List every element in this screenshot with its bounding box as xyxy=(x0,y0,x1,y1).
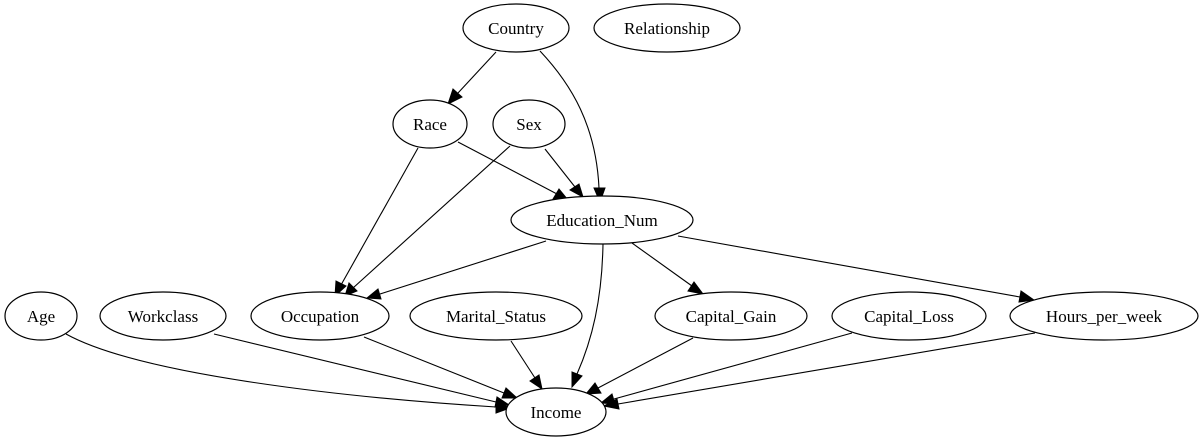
node-label-race: Race xyxy=(413,115,447,134)
edge-education-num-capital-gain-arrow xyxy=(687,281,705,295)
edge-capital-gain-income xyxy=(597,337,694,389)
edge-race-education-num xyxy=(457,141,558,195)
node-label-capital-loss: Capital_Loss xyxy=(864,307,954,326)
edge-education-num-occupation xyxy=(379,240,547,295)
node-sex[interactable]: Sex xyxy=(492,99,566,149)
edge-capital-gain-income-arrow xyxy=(584,382,602,395)
node-label-country: Country xyxy=(488,19,544,38)
edge-hours-per-week-income-arrow xyxy=(602,398,620,410)
nodes-layer: Country Relationship Race Sex Education_… xyxy=(4,3,1199,437)
edge-sex-occupation xyxy=(352,145,511,289)
node-workclass[interactable]: Workclass xyxy=(99,291,227,341)
node-label-education-num: Education_Num xyxy=(546,211,657,230)
edge-country-education-num xyxy=(539,50,600,189)
node-label-hours-per-week: Hours_per_week xyxy=(1046,307,1163,326)
edge-race-occupation xyxy=(340,147,419,286)
edge-capital-loss-income xyxy=(613,332,853,400)
edge-marital-status-income xyxy=(510,340,536,379)
node-race[interactable]: Race xyxy=(392,99,468,149)
node-country[interactable]: Country xyxy=(462,3,570,53)
node-label-marital-status: Marital_Status xyxy=(446,307,546,326)
node-label-age: Age xyxy=(27,307,55,326)
node-relationship[interactable]: Relationship xyxy=(593,3,741,53)
node-capital-gain[interactable]: Capital_Gain xyxy=(654,291,808,341)
edge-country-race-arrow xyxy=(447,88,463,105)
edge-sex-education-num xyxy=(544,148,576,188)
edge-education-num-income xyxy=(576,243,604,375)
edge-sex-occupation-arrow xyxy=(344,282,358,297)
edge-education-num-capital-gain xyxy=(631,242,693,287)
edge-occupation-income-arrow xyxy=(501,387,519,399)
node-label-occupation: Occupation xyxy=(281,307,360,326)
edge-hours-per-week-income xyxy=(617,332,1036,405)
node-occupation[interactable]: Occupation xyxy=(250,291,390,341)
node-hours-per-week[interactable]: Hours_per_week xyxy=(1009,291,1199,341)
edge-marital-status-income-arrow xyxy=(529,374,543,391)
edge-age-income xyxy=(65,333,497,408)
node-capital-loss[interactable]: Capital_Loss xyxy=(831,291,987,341)
edge-education-num-income-arrow xyxy=(571,371,583,389)
edge-workclass-income xyxy=(213,333,497,403)
node-label-sex: Sex xyxy=(516,115,542,134)
edge-workclass-income-arrow xyxy=(494,396,511,408)
edge-education-num-hours-per-week xyxy=(677,235,1021,298)
node-label-relationship: Relationship xyxy=(624,19,710,38)
node-education-num[interactable]: Education_Num xyxy=(510,195,694,245)
edge-occupation-income xyxy=(363,336,505,394)
node-marital-status[interactable]: Marital_Status xyxy=(409,291,583,341)
node-label-workclass: Workclass xyxy=(128,307,198,326)
node-label-income: Income xyxy=(531,403,582,422)
edge-country-education-num-arrow xyxy=(593,187,606,204)
edge-sex-education-num-arrow xyxy=(569,183,584,199)
node-age[interactable]: Age xyxy=(4,291,78,341)
edge-country-race xyxy=(457,51,497,94)
node-label-capital-gain: Capital_Gain xyxy=(686,307,777,326)
node-income[interactable]: Income xyxy=(505,387,607,437)
edge-education-num-hours-per-week-arrow xyxy=(1018,290,1036,303)
edges-layer xyxy=(65,50,1036,414)
edge-education-num-occupation-arrow xyxy=(365,288,382,300)
